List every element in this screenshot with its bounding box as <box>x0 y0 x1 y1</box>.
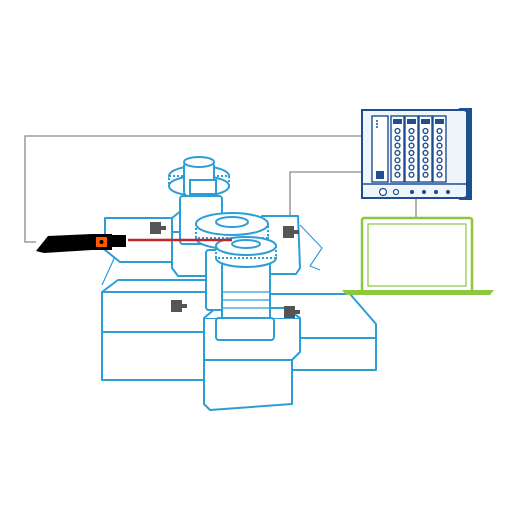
rack-channel-connector <box>408 135 415 142</box>
sensors <box>150 222 300 318</box>
rack-channel-connector <box>422 171 429 178</box>
rack-channel-connector <box>436 171 443 178</box>
rack-channel-connector <box>394 157 401 164</box>
laptop-base <box>342 290 494 295</box>
rack-handles <box>376 120 378 128</box>
rack-side-fins <box>458 108 472 200</box>
front-gear-assembly <box>215 236 277 341</box>
accelerometer-sensor-icon <box>150 222 166 234</box>
rack-channel-connector <box>408 127 415 135</box>
block-lower-left-top <box>101 279 216 293</box>
rack-module <box>432 115 447 183</box>
rack-channel-connector <box>394 135 401 142</box>
rack-channel-connector <box>422 135 429 142</box>
back-collar <box>189 179 217 195</box>
rack-channel-connector <box>408 149 415 157</box>
rack-channel-connector <box>422 157 429 164</box>
rack-channel-connector <box>394 164 401 171</box>
rack-channel-connector <box>436 127 443 135</box>
laser-front-cap <box>112 235 126 247</box>
laser-warning-icon-star <box>99 240 104 244</box>
accelerometer-sensor-icon <box>284 306 300 318</box>
center-gear-hub <box>215 216 249 228</box>
laptop-icon <box>342 216 494 295</box>
rack-channel-connector <box>436 157 443 164</box>
rack-left-panel <box>371 115 389 183</box>
laser-body <box>36 234 112 253</box>
rack-channel-connector <box>436 135 443 142</box>
back-gear-assembly <box>168 156 230 245</box>
rack-channel-connector <box>394 142 401 149</box>
rack-channel-connector <box>408 157 415 164</box>
rack-channel-connector <box>422 149 429 157</box>
cable-laser-to-rack <box>24 135 362 243</box>
rack-bottom-connectors <box>378 187 451 197</box>
rack-channel-connector <box>422 164 429 171</box>
laptop-screen <box>360 216 474 294</box>
rack-module <box>390 115 405 183</box>
front-motor-base <box>215 317 275 341</box>
cable-sensor-to-rack <box>289 171 362 232</box>
front-gear-hub <box>231 239 261 249</box>
rack-channel-connector <box>422 127 429 135</box>
rack-channel-connector <box>422 142 429 149</box>
rack-channel-connector <box>394 171 401 178</box>
rack-channel-connector <box>394 149 401 157</box>
laser-probe <box>36 234 232 253</box>
cables <box>24 135 417 243</box>
rack-module <box>404 115 419 183</box>
rack-display <box>376 171 384 179</box>
rack-channel-connector <box>436 142 443 149</box>
rack-modules <box>390 115 447 183</box>
rack-channel-connector <box>408 164 415 171</box>
rack-channel-connector <box>394 127 401 135</box>
accelerometer-sensor-icon <box>171 300 187 312</box>
rack-channel-connector <box>408 171 415 178</box>
front-motor-ribs <box>222 291 270 309</box>
back-gear-hub-top <box>183 156 215 168</box>
rack-channel-connector <box>436 149 443 157</box>
laptop-screen-inner <box>367 223 467 287</box>
rack-module <box>418 115 433 183</box>
block-lower-left <box>101 291 213 381</box>
rack-channel-connector <box>408 142 415 149</box>
rack-channel-connector <box>436 164 443 171</box>
data-acquisition-rack <box>361 108 472 200</box>
accelerometer-sensor-icon <box>283 226 299 238</box>
